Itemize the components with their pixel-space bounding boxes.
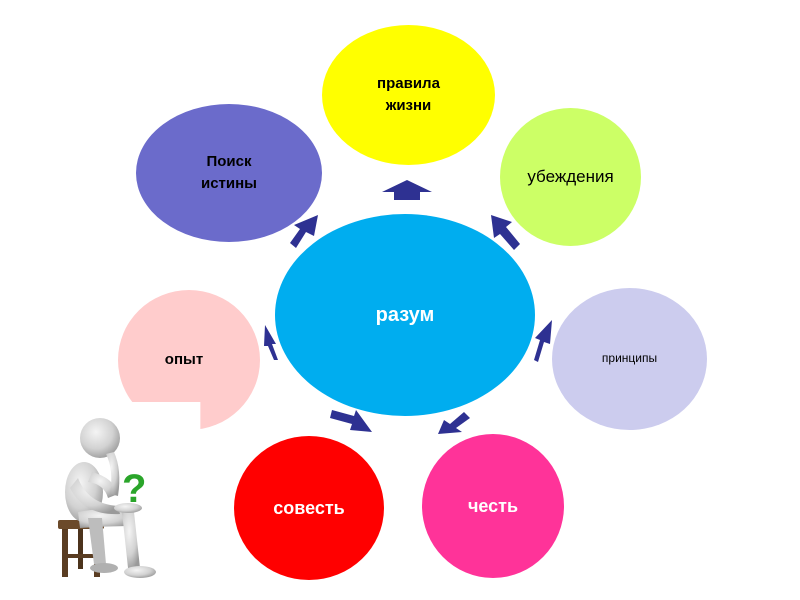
node-ubezhdeniya: убеждения xyxy=(500,108,641,246)
center-node-razum: разум xyxy=(275,214,535,416)
node-label-ubezhdeniya: убеждения xyxy=(527,166,614,186)
node-printsipy: принципы xyxy=(552,288,707,430)
arrow-down-left-icon xyxy=(330,410,372,432)
node-label-chest: честь xyxy=(467,495,519,516)
node-label-pravila: правила жизни xyxy=(377,75,440,114)
node-opyt-label-box: опыт xyxy=(118,290,260,430)
center-label: разум xyxy=(375,303,435,326)
node-label-sovest: совесть xyxy=(273,497,345,518)
node-pravila-zhizni: правила жизни xyxy=(322,25,495,165)
arrow-left-icon xyxy=(264,325,278,360)
node-chest: честь xyxy=(422,434,564,578)
arrow-right-icon xyxy=(534,320,552,362)
node-sovest: совесть xyxy=(234,436,384,580)
arrow-up-left-icon xyxy=(290,215,318,248)
node-poisk-istiny: Поиск истины xyxy=(136,104,322,242)
arrow-up-icon xyxy=(382,180,432,200)
question-mark-icon: ? xyxy=(122,467,146,511)
node-label-printsipy: принципы xyxy=(601,351,658,366)
node-label-poisk: Поиск истины xyxy=(200,153,257,192)
arrow-up-right-icon xyxy=(491,215,520,250)
node-label-opyt: опыт xyxy=(164,351,204,369)
arrow-down-right-icon xyxy=(438,412,470,434)
thinking-person-icon: ? xyxy=(58,418,156,578)
